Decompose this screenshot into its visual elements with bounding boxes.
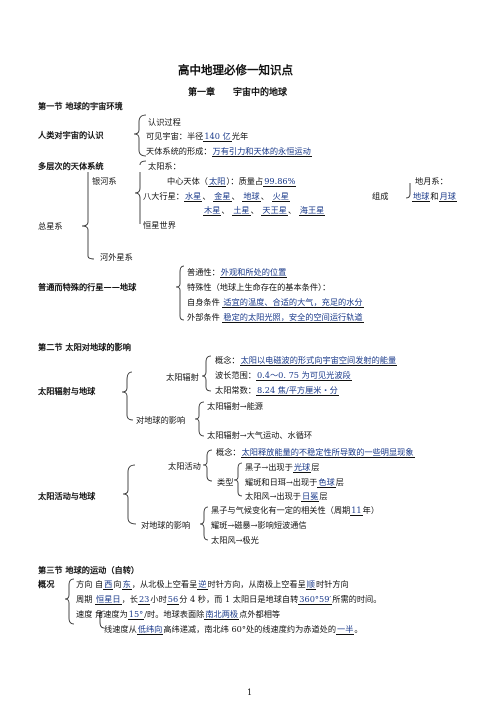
rotation-speed-line: 速度 角速度为15°/时。地球表面除南北两极点外都相等 xyxy=(76,609,281,620)
solar-constant: 太阳常数：8.24 焦/平方厘米・分 xyxy=(215,385,339,396)
flare-type: 耀斑和日珥→出现于色球层 xyxy=(245,477,344,488)
radiation-label: 太阳辐射与地球 xyxy=(38,386,96,396)
milky-way-label: 银河系 xyxy=(92,176,117,186)
central-body-line: 中心天体（太阳）：质量占99.86% xyxy=(167,176,297,187)
recognition-brace xyxy=(133,114,147,157)
ordinary-line: 普通性：外观和所处的位置 xyxy=(187,267,288,278)
overview-brace xyxy=(64,578,75,625)
special-line: 特殊性（地球上生命存在的基本条件）： xyxy=(187,282,331,292)
activity-effect-2: 耀斑→磁暴→影响短波通信 xyxy=(211,520,307,530)
compose-label: 组成 xyxy=(372,191,389,201)
speed-brace xyxy=(99,610,105,629)
overview-label: 概况 xyxy=(38,579,55,589)
galaxy-brace xyxy=(81,172,95,260)
planets-line-2: 木星、 土星、 天王星、 海王星 xyxy=(203,205,326,216)
special-planet-label: 普通而特殊的行星——地球 xyxy=(38,282,137,292)
activity-concept: 概念：太阳释放能量的不稳定性所导致的一些明显现象 xyxy=(216,447,415,458)
page-number: 1 xyxy=(247,687,253,697)
radiation-concept: 概念：太阳以电磁波的形式向宇宙空间发射的能量 xyxy=(215,355,398,366)
planets-line-1: 八大行星：水星、 金星、 地球、 火星 xyxy=(143,191,290,202)
radiation-sub-brace xyxy=(201,355,212,392)
activity-effect-label: 对地球的影响 xyxy=(141,520,191,530)
extragalactic-label: 河外星系 xyxy=(100,252,133,262)
activity-effect-3: 太阳风→极光 xyxy=(211,535,259,545)
radiation-effect-1: 太阳辐射→能源 xyxy=(207,401,263,411)
own-conditions-line: 自身条件 适宜的温度、合适的大气，充足的水分 xyxy=(187,297,364,308)
visible-universe-line: 可见宇宙：半径140 亿光年 xyxy=(146,131,249,142)
radiation-effect-label: 对地球的影响 xyxy=(136,415,186,425)
activity-sub-brace xyxy=(202,449,213,482)
radiation-effect-brace xyxy=(194,401,205,437)
total-galaxy-label: 总星系 xyxy=(38,221,63,231)
solar-wind-type: 太阳风→出现于日冕层 xyxy=(245,491,328,502)
solar-activity-label: 太阳活动 xyxy=(168,461,201,471)
earth-moon-members: 地球和月球 xyxy=(412,191,457,202)
linear-speed-line: 线速度从低纬向高纬递减，南北纬 60°处的线速度约为赤道处的一半。 xyxy=(104,624,363,635)
recognition-label: 人类对宇宙的认识 xyxy=(38,130,104,140)
external-conditions-line: 外部条件 稳定的太阳光照，安全的空间运行轨道 xyxy=(187,312,364,323)
solar-radiation-label: 太阳辐射 xyxy=(166,372,199,382)
stellar-world-label: 恒星世界 xyxy=(143,220,176,230)
type-brace xyxy=(233,462,243,497)
special-brace xyxy=(175,265,185,321)
solar-system-label: 太阳系： xyxy=(148,161,181,171)
section-3-heading: 第三节 地球的运动（自转） xyxy=(38,565,140,575)
solar-system-brace xyxy=(134,172,141,224)
celestial-formation-line: 天体系统的形成：万有引力和天体的永恒运动 xyxy=(146,146,312,157)
activity-brace xyxy=(122,464,137,525)
activity-type-label: 类型 xyxy=(217,477,234,487)
section-2-heading: 第二节 太阳对地球的影响 xyxy=(38,342,131,352)
radiation-effect-2: 太阳辐射→大气运动、水循环 xyxy=(207,430,313,440)
activity-label: 太阳活动与地球 xyxy=(38,491,96,501)
chapter-title: 第一章 宇宙中的地球 xyxy=(188,88,288,98)
multi-level-label: 多层次的天体系统 xyxy=(38,161,104,171)
activity-effect-1: 黑子与气候变化有一定的相关性（周期11年） xyxy=(211,505,380,516)
radiation-brace xyxy=(121,371,134,421)
document-title: 高中地理必修一知识点 xyxy=(178,63,293,77)
earth-moon-brace xyxy=(405,183,411,199)
earth-moon-system-label: 地月系： xyxy=(415,176,448,186)
rotation-period-line: 周期 恒星日，长23小时56分 4 秒，而 1 太阳日是地球自转360°59′所… xyxy=(76,594,382,605)
multi-level-brace xyxy=(139,160,147,166)
sunspot-type: 黑子→出现于光球层 xyxy=(245,462,320,473)
activity-effect-brace xyxy=(199,506,209,541)
recognition-process: 认识过程 xyxy=(148,117,181,127)
rotation-direction-line: 方向 自西向东，从北极上空看呈逆时针方向，从南极上空看呈顺时针方向 xyxy=(76,579,349,590)
section-1-heading: 第一节 地球的宇宙环境 xyxy=(38,101,123,111)
wavelength-range: 波长范围：0.4～0. 75 为可见光波段 xyxy=(215,370,352,381)
